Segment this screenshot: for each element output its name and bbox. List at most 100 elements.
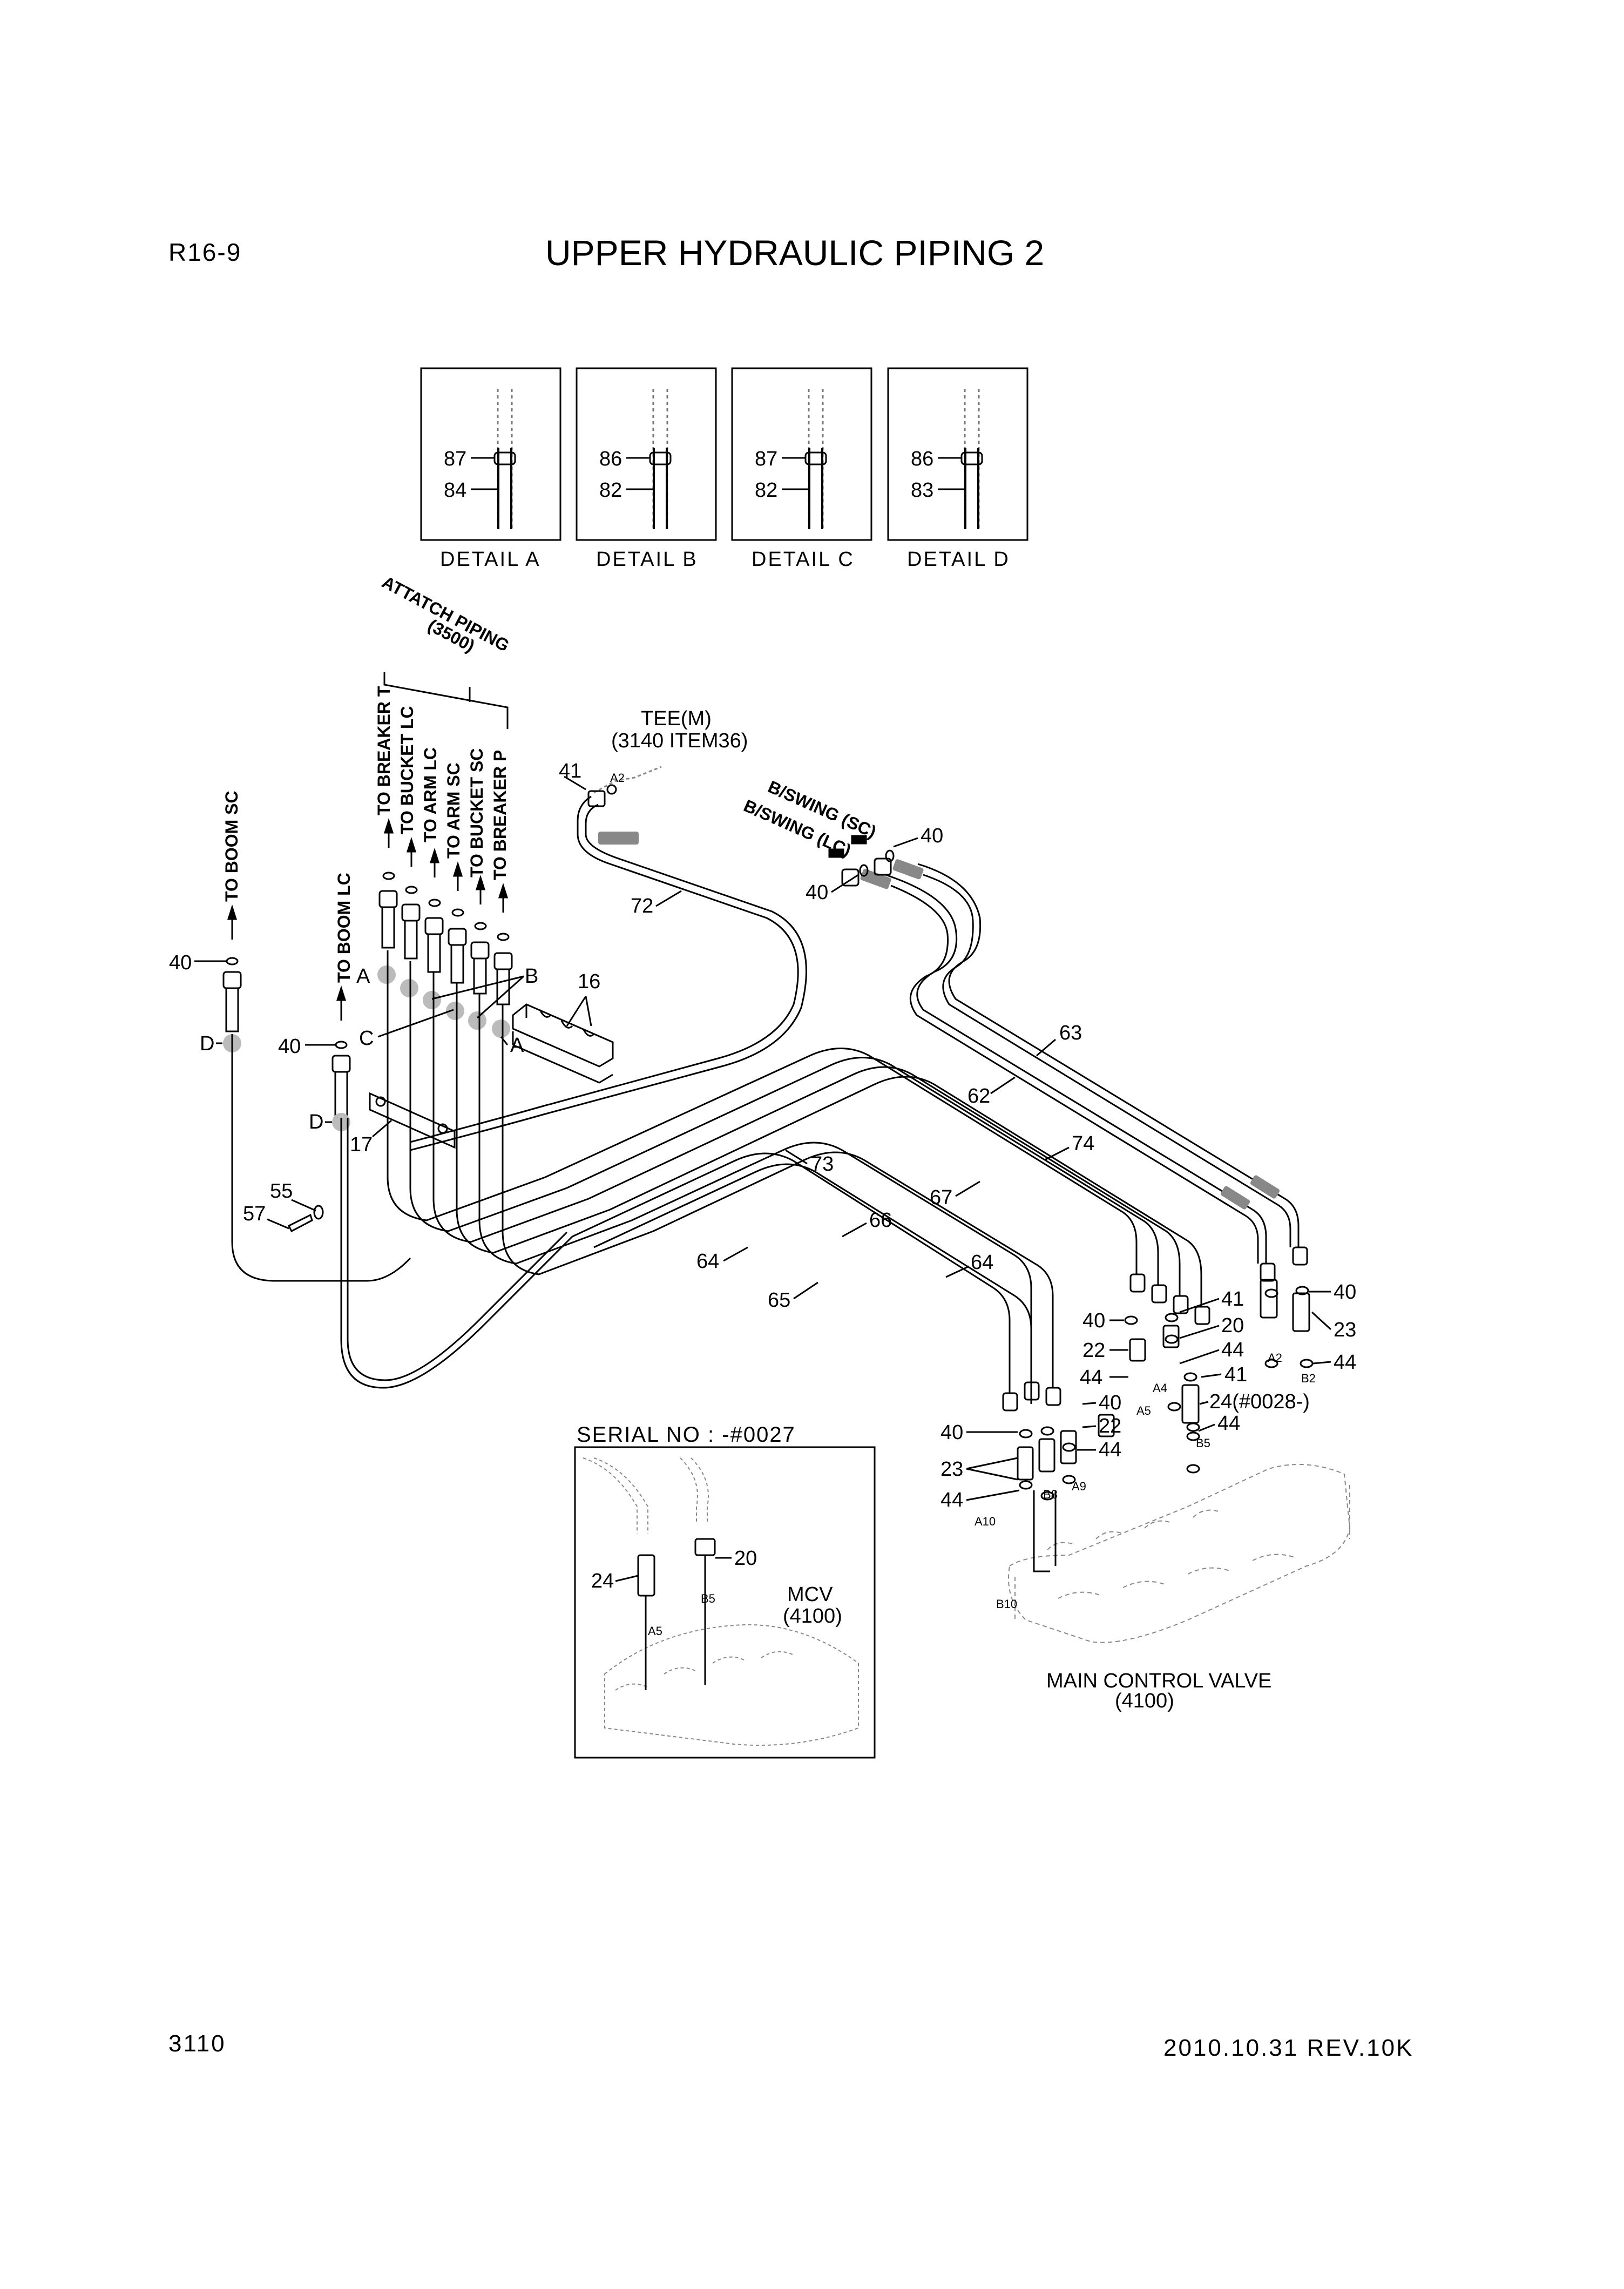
page-code: R16-9 <box>168 238 242 266</box>
part-23-r: 23 <box>1334 1319 1356 1341</box>
bolt-57 <box>287 1205 324 1233</box>
port-b2: B2 <box>1301 1372 1316 1385</box>
part-40-boom-sc: 40 <box>169 951 192 974</box>
detail-letters: A B C A D D <box>200 965 538 1133</box>
part-24-serial: 24(#0028-) <box>1209 1390 1310 1413</box>
letter-c: C <box>359 1027 374 1050</box>
port-a9: A9 <box>1072 1480 1086 1493</box>
to-bucket-sc-label: TO BUCKET SC <box>467 748 486 877</box>
part-44-r5: 44 <box>1099 1439 1121 1461</box>
serial-inset-box <box>574 1446 876 1759</box>
to-breaker-t-label: TO BREAKER T <box>374 686 394 815</box>
inset-part-24: 24 <box>591 1570 614 1592</box>
part-64-right: 64 <box>971 1251 993 1274</box>
mcv-label: MAIN CONTROL VALVE <box>1046 1670 1271 1692</box>
b10-line <box>1033 1490 1057 1572</box>
part-40-swing-sc: 40 <box>921 825 943 847</box>
part-40-r2: 40 <box>1334 1281 1356 1304</box>
part-55: 55 <box>270 1180 293 1203</box>
inset-port-b5: B5 <box>701 1592 715 1605</box>
revision-date: 2010.10.31 REV.10K <box>1163 2035 1414 2061</box>
swing-pipes <box>841 857 1300 1264</box>
swing-ports <box>828 835 895 877</box>
detail-a-bottom-label: 84 <box>444 479 466 502</box>
attach-pipes <box>231 950 654 1389</box>
part-22-r: 22 <box>1082 1339 1105 1362</box>
to-boom-sc-label: TO BOOM SC <box>222 791 241 902</box>
part-labels: 41 72 40 40 63 62 74 67 73 66 64 64 65 1… <box>169 760 1356 1511</box>
detail-b-caption: DETAIL B <box>596 548 698 571</box>
part-44-r1: 44 <box>1080 1366 1102 1389</box>
part-40-boom-lc: 40 <box>278 1035 301 1058</box>
part-73: 73 <box>811 1153 834 1176</box>
detail-d-caption: DETAIL D <box>907 548 1010 571</box>
to-breaker-p-label: TO BREAKER P <box>490 750 510 880</box>
part-40-l1: 40 <box>940 1421 963 1444</box>
detail-c-bottom-label: 82 <box>755 479 777 502</box>
port-labels: A2 A2 B2 A4 A5 B5 B8 A9 A10 B10 <box>610 771 1316 1611</box>
port-b5: B5 <box>1196 1436 1210 1450</box>
part-41-r1: 41 <box>1221 1288 1244 1311</box>
main-control-valve <box>1008 1464 1351 1643</box>
letter-d-1: D <box>200 1032 214 1055</box>
part-63: 63 <box>1059 1022 1082 1044</box>
flow-arrows <box>227 818 509 1021</box>
o-rings-top <box>194 872 510 1049</box>
detail-b-top-label: 86 <box>599 448 622 470</box>
to-arm-sc-label: TO ARM SC <box>444 762 463 859</box>
detail-d-top-label: 86 <box>911 448 933 470</box>
part-66: 66 <box>869 1209 892 1232</box>
port-a4: A4 <box>1153 1381 1167 1395</box>
tee-label: TEE(M) <box>641 707 712 730</box>
part-44-l: 44 <box>940 1489 963 1511</box>
to-boom-lc-label: TO BOOM LC <box>334 873 354 983</box>
tee-fitting <box>564 766 662 807</box>
to-arm-lc-label: TO ARM LC <box>421 747 440 842</box>
part-41-tee: 41 <box>559 760 581 782</box>
detail-a-caption: DETAIL A <box>440 548 541 571</box>
detail-a-box: 87 84 <box>420 367 561 541</box>
page-title: UPPER HYDRAULIC PIPING 2 <box>545 233 1045 273</box>
detail-d-box: 86 83 <box>887 367 1028 541</box>
part-40-r3: 40 <box>1099 1392 1121 1414</box>
clamp-16 <box>512 1003 614 1084</box>
inset-port-a5: A5 <box>648 1624 662 1638</box>
part-22-r2: 22 <box>1099 1415 1121 1437</box>
inset-valve-drawing <box>583 1457 859 1746</box>
part-40-r1: 40 <box>1082 1309 1105 1332</box>
page-number: 3110 <box>168 2030 226 2057</box>
detail-b-box: 86 82 <box>576 367 717 541</box>
part-44-r4: 44 <box>1334 1351 1356 1374</box>
letter-b: B <box>525 965 538 988</box>
port-a2: A2 <box>1268 1351 1282 1365</box>
detail-c-top-label: 87 <box>755 448 777 470</box>
attach-bracket <box>383 672 509 729</box>
detail-c-caption: DETAIL C <box>752 548 855 571</box>
port-b8: B8 <box>1043 1488 1058 1501</box>
part-62: 62 <box>967 1085 990 1108</box>
port-a10: A10 <box>975 1515 996 1528</box>
vertical-fittings <box>222 890 513 1116</box>
part-72: 72 <box>631 895 653 917</box>
inset-mcv-code: (4100) <box>783 1605 842 1628</box>
plate-17 <box>369 1092 456 1149</box>
port-a5: A5 <box>1136 1404 1151 1417</box>
part-57: 57 <box>243 1203 266 1225</box>
inset-part-20: 20 <box>734 1547 757 1570</box>
detail-b-bottom-label: 82 <box>599 479 622 502</box>
mcv-code: (4100) <box>1115 1690 1174 1712</box>
port-b10: B10 <box>996 1597 1017 1611</box>
serial-label: SERIAL NO : -#0027 <box>577 1423 796 1447</box>
mcv-fittings <box>1002 1246 1314 1501</box>
part-23-l: 23 <box>940 1458 963 1481</box>
letter-a-1: A <box>356 965 370 988</box>
part-44-r3: 44 <box>1217 1412 1240 1435</box>
inset-valves <box>637 1538 716 1690</box>
port-a2-tee: A2 <box>610 771 625 785</box>
detail-d-bottom-label: 83 <box>911 479 933 502</box>
pipe-72 <box>410 795 807 1151</box>
part-17: 17 <box>350 1133 373 1156</box>
cross-pipes <box>545 1048 1202 1404</box>
part-65: 65 <box>768 1289 790 1312</box>
